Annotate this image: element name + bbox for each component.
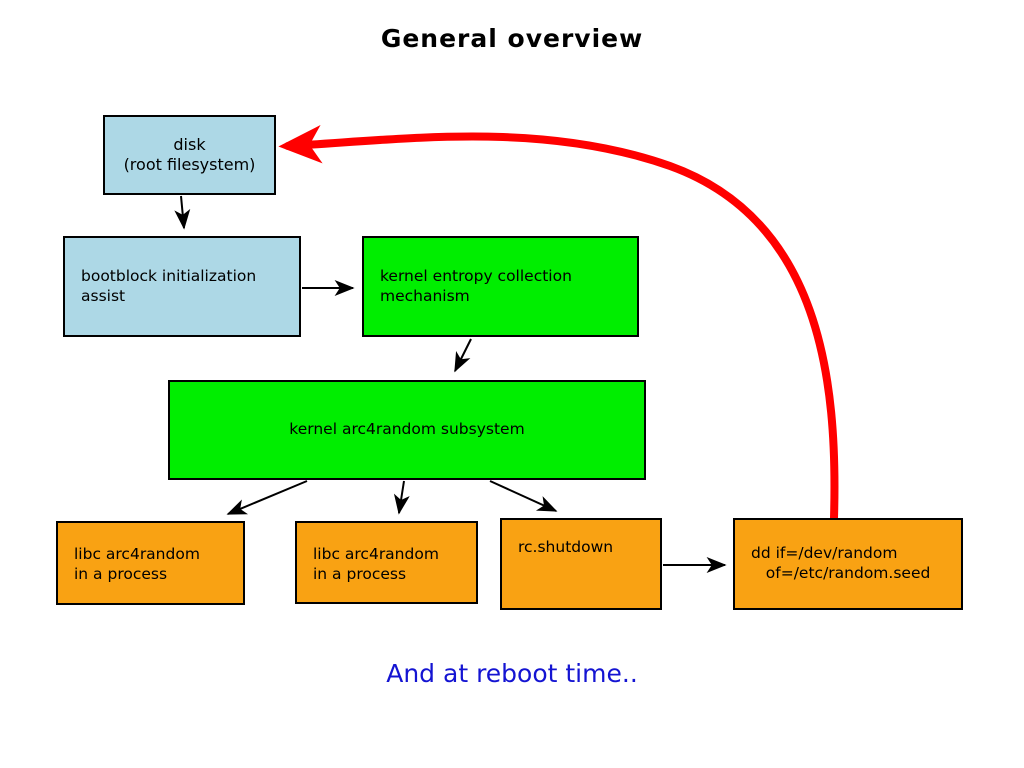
node-rc-shutdown-label: rc.shutdown xyxy=(518,538,614,556)
edge-arc4random-to-rc-shutdown xyxy=(489,480,558,512)
footnote-text: And at reboot time.. xyxy=(386,659,638,688)
node-kernel-arc4random-label: kernel arc4random subsystem xyxy=(289,420,525,439)
edge-kernel-entropy-to-arc4random xyxy=(454,338,472,373)
node-libc-arc4random-process-2[interactable]: libc arc4random in a process xyxy=(295,521,478,604)
edge-arc4random-to-libc-2 xyxy=(393,480,410,515)
node-dd-random-seed-label: dd if=/dev/random of=/etc/random.seed xyxy=(751,544,931,582)
node-kernel-arc4random-subsystem[interactable]: kernel arc4random subsystem xyxy=(168,380,646,480)
node-disk[interactable]: disk (root filesystem) xyxy=(103,115,276,195)
node-libc-arc4random-1-label: libc arc4random in a process xyxy=(74,545,200,583)
page-title: General overview xyxy=(380,24,644,53)
node-rc-shutdown[interactable]: rc.shutdown xyxy=(500,518,662,610)
node-disk-label: disk (root filesystem) xyxy=(123,134,256,174)
node-libc-arc4random-process-1[interactable]: libc arc4random in a process xyxy=(56,521,245,605)
node-libc-arc4random-2-label: libc arc4random in a process xyxy=(313,545,439,583)
node-dd-random-seed[interactable]: dd if=/dev/random of=/etc/random.seed xyxy=(733,518,963,610)
node-bootblock-label: bootblock initialization assist xyxy=(81,266,257,305)
edge-disk-to-bootblock xyxy=(174,195,191,230)
edge-arc4random-to-libc-1 xyxy=(226,480,308,515)
node-kernel-entropy-collection[interactable]: kernel entropy collection mechanism xyxy=(362,236,639,337)
node-bootblock-initialization-assist[interactable]: bootblock initialization assist xyxy=(63,236,301,337)
node-kernel-entropy-label: kernel entropy collection mechanism xyxy=(380,266,572,305)
